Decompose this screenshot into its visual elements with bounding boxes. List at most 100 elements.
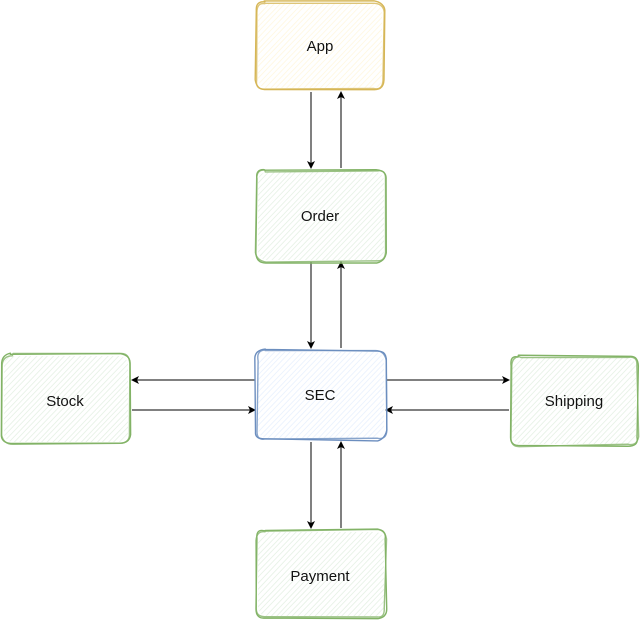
shipping-hatch-stroke: [512, 358, 582, 444]
payment-box-outline-secondary: [255, 528, 388, 618]
order-hatch-stroke: [477, 168, 569, 264]
sec-hatch-stroke: [308, 352, 384, 438]
stock-hatch-stroke: [4, 356, 79, 442]
sec-hatch-stroke: [440, 348, 531, 442]
node-shipping: Shipping: [509, 354, 640, 448]
sec-hatch-stroke: [258, 352, 285, 438]
stock-hatch-stroke: [4, 356, 85, 442]
order-hatch-stroke: [422, 168, 514, 264]
sec-hatch-stroke: [419, 348, 509, 442]
order-hatch-stroke: [258, 172, 323, 260]
stock-hatch-stroke: [176, 352, 265, 446]
payment-hatch-stroke: [460, 528, 548, 620]
app-hatch-stroke: [305, 4, 382, 88]
stock-hatch-stroke: [43, 356, 128, 442]
sec-box-outline: [254, 348, 388, 442]
sec-hatch-stroke: [409, 348, 499, 442]
node-stock: Stock: [0, 352, 265, 446]
payment-hatch-stroke: [276, 532, 368, 616]
sec-hatch-stroke: [352, 352, 384, 438]
stock-hatch-stroke: [4, 356, 69, 442]
sec-hatch-stroke: [258, 352, 328, 438]
order-hatch-stroke: [456, 168, 548, 264]
order-hatch-stroke: [361, 172, 384, 260]
sec-hatch-stroke: [258, 352, 333, 438]
payment-hatch-fill: [258, 528, 558, 620]
order-hatch-stroke: [427, 168, 520, 264]
stock-hatch-stroke: [26, 356, 118, 442]
app-hatch-stroke: [261, 4, 350, 88]
stock-hatch-stroke: [86, 356, 128, 442]
payment-hatch-stroke: [288, 532, 377, 616]
sec-hatch-stroke: [346, 352, 384, 438]
app-hatch-stroke: [432, 0, 521, 92]
sec-hatch-stroke: [325, 352, 384, 438]
shipping-label: Shipping: [545, 393, 603, 410]
order-hatch-stroke: [258, 172, 269, 260]
shipping-hatch-stroke: [512, 358, 516, 444]
shipping-hatch-stroke: [512, 358, 544, 444]
sec-hatch-stroke: [280, 352, 372, 438]
order-hatch-stroke: [461, 168, 554, 264]
payment-hatch-stroke: [258, 532, 328, 616]
payment-hatch-stroke: [404, 528, 492, 620]
stock-hatch-stroke: [10, 356, 101, 442]
app-hatch-stroke: [333, 4, 382, 88]
app-hatch-stroke: [415, 0, 504, 92]
payment-hatch-stroke: [258, 532, 263, 616]
order-hatch-stroke: [258, 172, 296, 260]
app-hatch-stroke: [271, 4, 362, 88]
stock-hatch-stroke: [126, 356, 128, 442]
payment-hatch-stroke: [381, 532, 384, 616]
payment-hatch-stroke: [258, 532, 290, 616]
payment-hatch-stroke: [258, 532, 340, 616]
stock-hatch-stroke: [71, 356, 128, 442]
sec-hatch-stroke: [368, 352, 384, 438]
app-hatch-stroke: [343, 4, 382, 88]
payment-hatch-stroke: [400, 528, 487, 620]
order-hatch-stroke: [350, 172, 384, 260]
stock-label: Stock: [46, 393, 84, 410]
payment-hatch-stroke: [466, 528, 554, 620]
app-hatch-stroke: [338, 4, 382, 88]
app-hatch-stroke: [258, 4, 318, 88]
app-hatch-stroke: [460, 0, 548, 92]
order-label: Order: [301, 208, 339, 225]
shipping-hatch-stroke: [617, 358, 636, 444]
app-hatch-stroke: [258, 4, 289, 88]
payment-hatch-stroke: [365, 532, 384, 616]
shipping-hatch-stroke: [546, 358, 636, 444]
order-hatch-stroke: [334, 172, 384, 260]
shipping-hatch-stroke: [600, 358, 636, 444]
app-hatch-stroke: [360, 4, 382, 88]
shipping-hatch-stroke: [512, 358, 522, 444]
sec-hatch-stroke: [258, 352, 318, 438]
stock-hatch-stroke: [4, 356, 90, 442]
payment-hatch-stroke: [311, 532, 384, 616]
sec-box-outline-secondary: [256, 349, 388, 440]
sec-hatch-stroke: [258, 352, 350, 438]
sec-hatch-stroke: [264, 352, 355, 438]
app-hatch-stroke: [449, 0, 536, 92]
shipping-hatch-stroke: [512, 358, 532, 444]
shipping-hatch-stroke: [557, 358, 636, 444]
sec-hatch-stroke: [258, 352, 311, 438]
sec-hatch-stroke: [292, 352, 383, 438]
payment-hatch-stroke: [258, 532, 306, 616]
app-hatch-stroke: [258, 4, 346, 88]
payment-hatch-stroke: [471, 528, 558, 620]
app-hatch-stroke: [438, 0, 526, 92]
app-label: App: [307, 38, 334, 55]
sec-hatch-stroke: [258, 352, 295, 438]
order-hatch-stroke: [258, 172, 350, 260]
order-hatch-stroke: [258, 172, 334, 260]
app-hatch-stroke: [354, 4, 382, 88]
shipping-hatch-stroke: [551, 358, 636, 444]
stock-hatch-stroke: [15, 356, 107, 442]
stock-hatch-stroke: [4, 356, 75, 442]
shipping-hatch-stroke: [518, 358, 609, 444]
shipping-hatch-stroke: [512, 358, 588, 444]
order-hatch-stroke: [258, 172, 340, 260]
order-hatch-stroke: [466, 168, 559, 264]
payment-hatch-stroke: [354, 532, 384, 616]
